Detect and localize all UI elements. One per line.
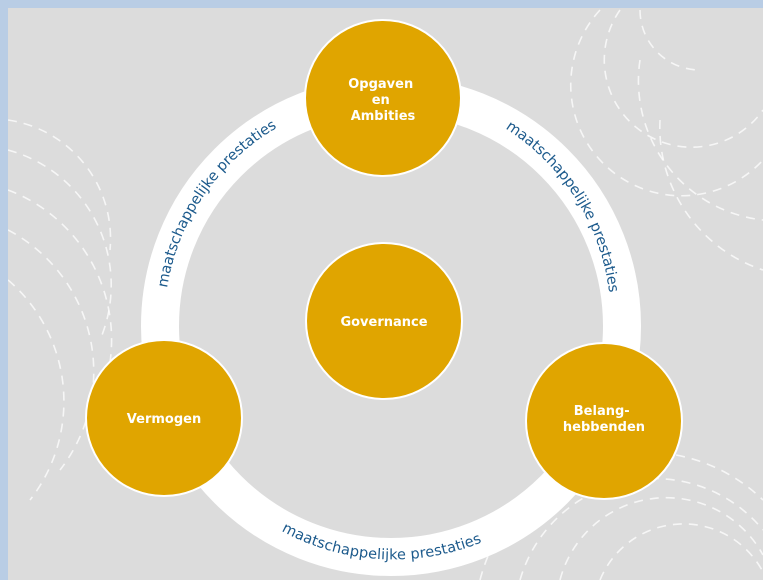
node-label-line: Belang- (574, 404, 630, 419)
svg-text:Governance: Governance (340, 315, 427, 330)
node-governance: Governance (305, 242, 463, 400)
svg-text:Vermogen: Vermogen (127, 412, 201, 427)
node-label-line: hebbenden (563, 420, 645, 435)
node-label-line: Vermogen (127, 412, 201, 427)
node-label-line: Governance (340, 315, 427, 330)
node-opgaven-en-ambities: Opgaven en Ambities (304, 19, 462, 177)
node-belanghebbenden: Belang- hebbenden (525, 342, 683, 500)
svg-text:Opgaven en Amb: Opgaven en Ambities (348, 77, 418, 124)
diagram-canvas: maatschappelijke prestaties maatschappel… (8, 9, 763, 580)
diagram-panel: maatschappelijke prestaties maatschappel… (8, 8, 763, 580)
node-label-line: en (372, 93, 390, 108)
svg-text:Belang- hebbenden: Belang- hebbenden (563, 404, 645, 435)
node-vermogen: Vermogen (85, 339, 243, 497)
node-label-line: Opgaven (348, 77, 413, 92)
node-label-line: Ambities (351, 109, 416, 124)
